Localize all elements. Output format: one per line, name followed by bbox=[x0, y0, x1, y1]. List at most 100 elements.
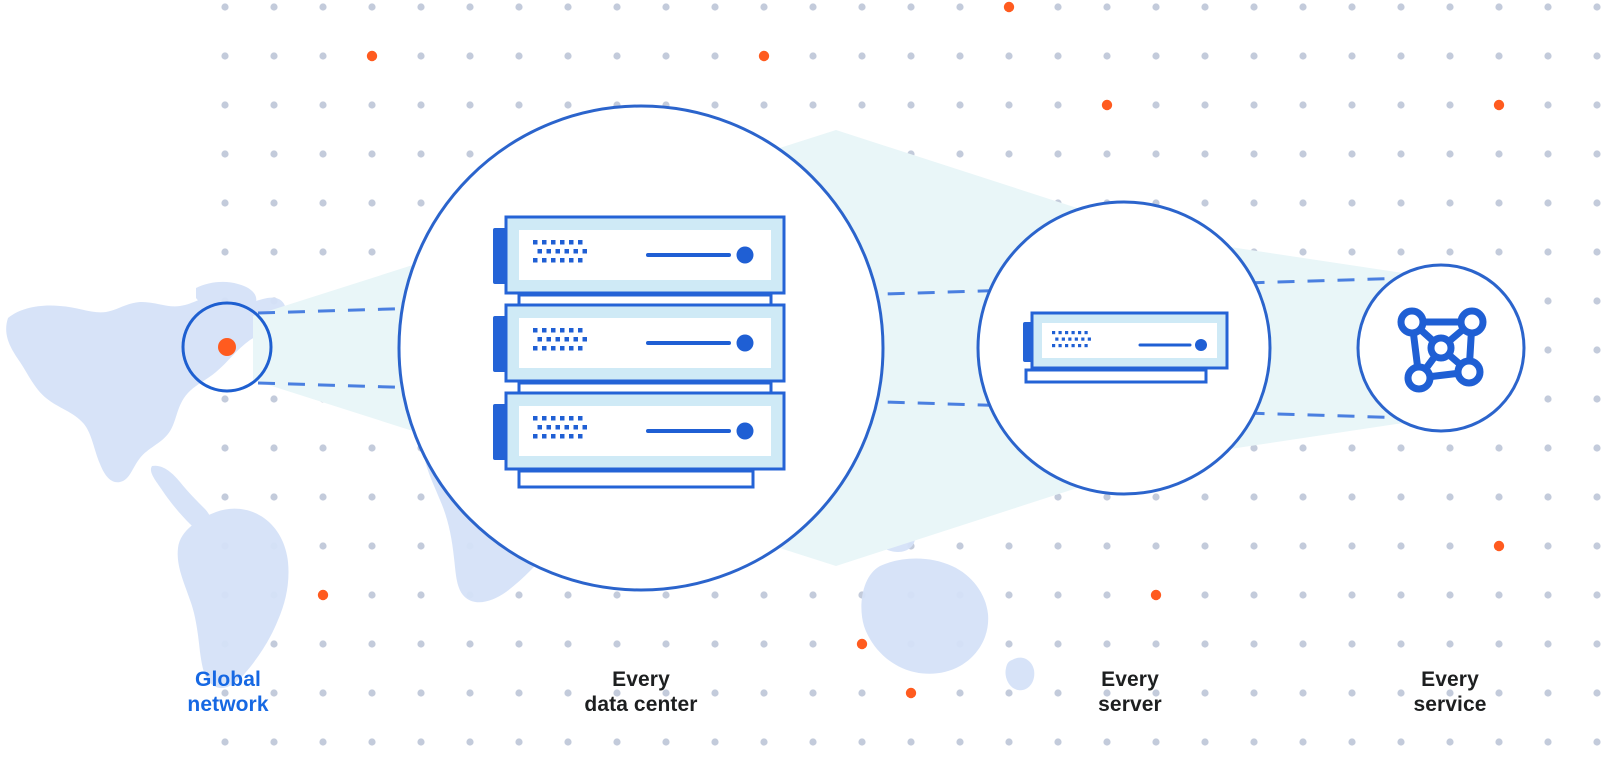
grid-dot bbox=[515, 640, 523, 648]
vent-dot bbox=[542, 258, 547, 263]
grid-dot bbox=[417, 3, 425, 11]
grid-dot bbox=[1005, 689, 1013, 697]
grid-dot bbox=[760, 738, 768, 746]
vent-dot bbox=[564, 425, 569, 430]
grid-dot bbox=[1054, 640, 1062, 648]
vent-dot bbox=[537, 425, 542, 430]
grid-dot bbox=[270, 444, 278, 452]
grid-dot bbox=[1299, 444, 1307, 452]
grid-dot bbox=[368, 689, 376, 697]
vent-dot bbox=[560, 346, 565, 351]
grid-dot bbox=[1250, 542, 1258, 550]
vent-dot bbox=[578, 258, 583, 263]
mesh-node-center bbox=[1427, 334, 1455, 362]
grid-dot bbox=[1250, 52, 1258, 60]
grid-dot bbox=[1299, 3, 1307, 11]
grid-dot bbox=[270, 248, 278, 256]
grid-dot bbox=[368, 738, 376, 746]
label-global-network: Global network bbox=[187, 668, 269, 716]
vent-dot bbox=[1058, 331, 1062, 335]
grid-dot bbox=[1397, 738, 1405, 746]
grid-dot bbox=[662, 689, 670, 697]
grid-dot bbox=[1299, 150, 1307, 158]
grid-dot bbox=[711, 3, 719, 11]
vent-dot bbox=[1084, 344, 1088, 348]
grid-dot bbox=[1201, 493, 1209, 501]
grid-dot bbox=[515, 52, 523, 60]
grid-dot bbox=[1544, 3, 1552, 11]
grid-dot bbox=[270, 150, 278, 158]
grid-dot bbox=[221, 444, 229, 452]
grid-dot bbox=[1250, 493, 1258, 501]
grid-dot bbox=[613, 640, 621, 648]
vent-dot bbox=[582, 425, 587, 430]
grid-dot bbox=[1397, 52, 1405, 60]
vent-dot bbox=[1065, 331, 1069, 335]
vent-dot bbox=[542, 434, 547, 439]
grid-dot bbox=[662, 52, 670, 60]
vent-dot bbox=[1087, 337, 1091, 341]
grid-dot bbox=[1397, 199, 1405, 207]
grid-dot bbox=[1299, 640, 1307, 648]
grid-dot bbox=[760, 101, 768, 109]
grid-dot bbox=[270, 199, 278, 207]
server-rack-illustration bbox=[493, 215, 786, 489]
rack-unit-3-led bbox=[736, 422, 754, 440]
vent-dot bbox=[573, 337, 578, 342]
grid-dot bbox=[564, 689, 572, 697]
vent-dot bbox=[542, 240, 547, 245]
grid-dot bbox=[319, 3, 327, 11]
vent-dot bbox=[569, 346, 574, 351]
vent-dot bbox=[578, 346, 583, 351]
rack-unit-2-led bbox=[736, 334, 754, 352]
grid-dot bbox=[956, 150, 964, 158]
grid-dot bbox=[1544, 591, 1552, 599]
grid-dot bbox=[1446, 689, 1454, 697]
map-magnifier-circle bbox=[181, 301, 273, 393]
grid-dot bbox=[221, 738, 229, 746]
grid-dot bbox=[1054, 738, 1062, 746]
vent-dot bbox=[551, 240, 556, 245]
grid-dot bbox=[1348, 738, 1356, 746]
grid-dot bbox=[270, 493, 278, 501]
grid-dot bbox=[1103, 3, 1111, 11]
label-every-server: Every server bbox=[1098, 668, 1162, 716]
grid-dot bbox=[1446, 101, 1454, 109]
grid-dot bbox=[564, 101, 572, 109]
vent-dot bbox=[1078, 331, 1082, 335]
mesh-node-top-right bbox=[1457, 307, 1487, 337]
grid-dot bbox=[1152, 150, 1160, 158]
grid-dot bbox=[1495, 444, 1503, 452]
grid-dot bbox=[1495, 52, 1503, 60]
grid-dot bbox=[368, 248, 376, 256]
grid-dot bbox=[221, 3, 229, 11]
grid-highlight-dots bbox=[317, 1, 1505, 699]
grid-dot bbox=[1054, 542, 1062, 550]
grid-dot bbox=[1103, 150, 1111, 158]
vent-dot bbox=[578, 328, 583, 333]
grid-dot bbox=[466, 640, 474, 648]
grid-dot bbox=[1397, 542, 1405, 550]
grid-dot bbox=[368, 3, 376, 11]
grid-dot bbox=[319, 738, 327, 746]
grid-dot bbox=[417, 493, 425, 501]
grid-dot bbox=[319, 248, 327, 256]
grid-dot bbox=[1299, 248, 1307, 256]
rack-unit-1-vent-dots bbox=[533, 240, 587, 263]
grid-dot bbox=[466, 3, 474, 11]
grid-dot bbox=[1103, 542, 1111, 550]
grid-dot bbox=[319, 150, 327, 158]
grid-dot bbox=[1103, 640, 1111, 648]
grid-dot bbox=[270, 738, 278, 746]
grid-dot bbox=[1593, 52, 1601, 60]
grid-dot bbox=[809, 3, 817, 11]
grid-dot bbox=[221, 493, 229, 501]
grid-dot bbox=[1005, 150, 1013, 158]
vent-dot bbox=[582, 337, 587, 342]
vent-dot bbox=[1052, 331, 1056, 335]
grid-dot bbox=[1397, 444, 1405, 452]
grid-dot bbox=[466, 101, 474, 109]
grid-dot bbox=[1103, 52, 1111, 60]
grid-dot bbox=[1152, 689, 1160, 697]
vent-dot bbox=[578, 240, 583, 245]
